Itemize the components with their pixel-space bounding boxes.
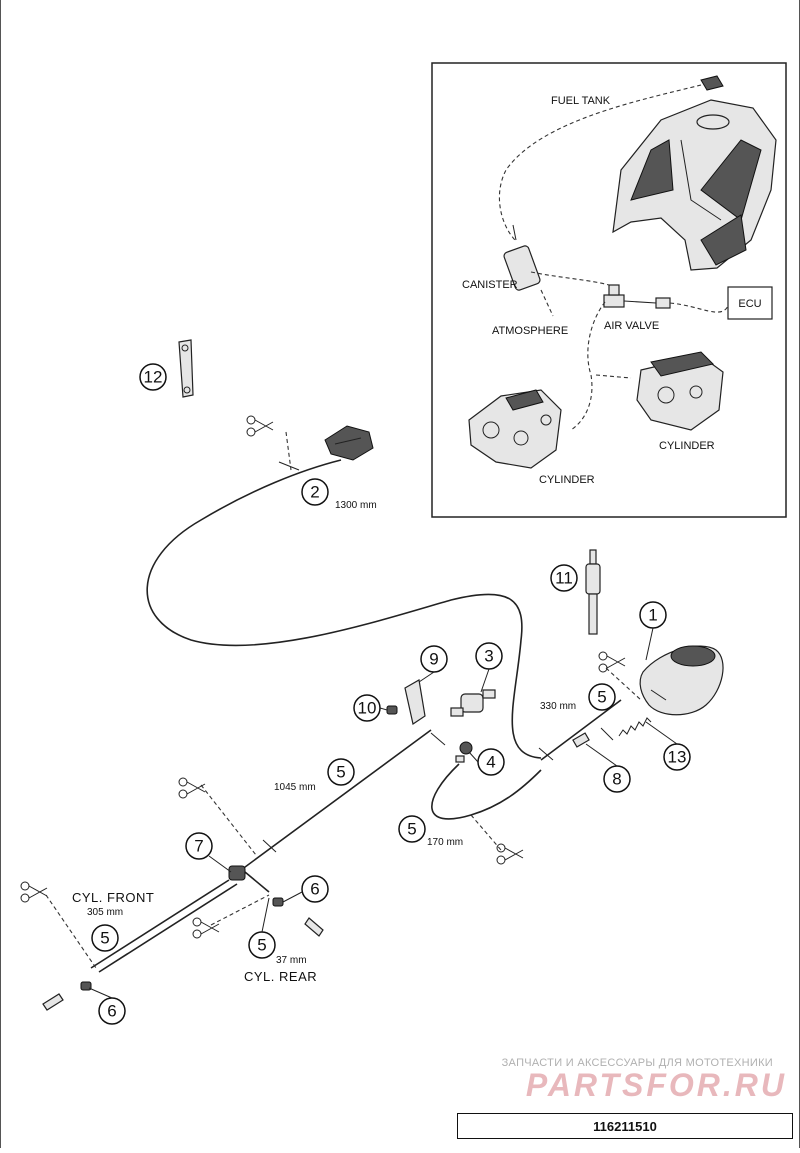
fuel-cap-valve	[700, 75, 724, 91]
svg-text:3: 3	[484, 647, 493, 666]
callout-7: 7	[185, 832, 213, 860]
fitting-part-4	[455, 741, 473, 763]
fuel-tank-illustration	[612, 75, 777, 271]
callout-5-1045: 5	[327, 758, 355, 786]
scissors-icon-1	[246, 415, 274, 437]
screw-part-10	[386, 705, 398, 715]
svg-text:2: 2	[310, 483, 319, 502]
t-piece-part-7	[228, 865, 246, 881]
svg-text:4: 4	[486, 753, 495, 772]
front-cylinder-illustration	[468, 389, 562, 469]
svg-text:5: 5	[100, 929, 109, 948]
callout-10: 10	[353, 694, 381, 722]
callout-13: 13	[663, 743, 691, 771]
callout-2: 2	[301, 478, 329, 506]
canister-illustration	[503, 224, 541, 291]
callout-5-rear: 5	[248, 931, 276, 959]
sensor-part-6a	[272, 897, 324, 937]
air-valve-illustration	[603, 284, 671, 309]
svg-text:8: 8	[612, 770, 621, 789]
rollover-valve-part-2	[324, 425, 374, 461]
svg-text:10: 10	[358, 699, 377, 718]
scissors-icon-2	[598, 651, 626, 673]
measure-1300mm: 1300 mm	[335, 500, 377, 511]
svg-text:13: 13	[668, 748, 687, 767]
inset-hose-routes	[498, 84, 729, 431]
svg-text:5: 5	[336, 763, 345, 782]
cylinder-front-label: CYLINDER	[539, 474, 595, 486]
part-number: 116211510	[593, 1118, 657, 1134]
callout-6-front: 6	[98, 997, 126, 1025]
main-hoses	[45, 431, 642, 973]
watermark: ЗАПЧАСТИ И АКСЕССУАРЫ ДЛЯ МОТОТЕХНИКИ PA…	[502, 1057, 787, 1103]
air-valve-label: AIR VALVE	[604, 320, 659, 332]
scissors-icon-3	[178, 777, 206, 799]
atmosphere-label: ATMOSPHERE	[492, 325, 568, 337]
cyl-rear-label: CYL. REAR	[244, 969, 317, 984]
ecu-box: ECU	[727, 286, 773, 320]
callout-1: 1	[639, 601, 667, 629]
svg-text:12: 12	[144, 368, 163, 387]
leader-lines	[88, 627, 678, 999]
rear-cylinder-illustration	[636, 351, 724, 431]
scissors-icon-4	[20, 881, 48, 903]
scissors-icon-6	[496, 843, 524, 865]
measure-330mm: 330 mm	[540, 701, 576, 712]
fuel-tank-label: FUEL TANK	[551, 95, 611, 107]
svg-text:7: 7	[194, 837, 203, 856]
svg-text:6: 6	[310, 880, 319, 899]
cyl-front-label: CYL. FRONT	[72, 890, 154, 905]
callout-4: 4	[477, 748, 505, 776]
sensor-part-6b	[42, 981, 92, 1011]
part-number-box: 116211510	[457, 1113, 793, 1139]
fitting-part-8	[572, 732, 590, 748]
cylinder-rear-label: CYLINDER	[659, 440, 715, 452]
scissors-icon-5	[192, 917, 220, 939]
valve-part-3	[450, 689, 496, 717]
bracket-part-12	[178, 339, 194, 398]
callout-6-rear: 6	[301, 875, 329, 903]
spring-part-13	[618, 717, 652, 737]
watermark-logo: PARTSFOR.RU	[526, 1067, 787, 1103]
svg-text:5: 5	[407, 820, 416, 839]
callout-12: 12	[139, 363, 167, 391]
canister-part-1	[639, 645, 724, 716]
svg-text:9: 9	[429, 650, 438, 669]
svg-text:5: 5	[597, 688, 606, 707]
callout-9: 9	[420, 645, 448, 673]
svg-text:1: 1	[648, 606, 657, 625]
bracket-part-9	[404, 679, 426, 725]
callout-3: 3	[475, 642, 503, 670]
callout-11: 11	[550, 564, 578, 592]
routing-inset: ECU FUEL TANK CANISTER ATMOSPHERE	[431, 62, 787, 518]
ecu-label: ECU	[738, 298, 761, 310]
svg-text:6: 6	[107, 1002, 116, 1021]
callout-5-170: 5	[398, 815, 426, 843]
svg-text:5: 5	[257, 936, 266, 955]
connector-part-11	[585, 549, 601, 635]
watermark-line1: ЗАПЧАСТИ И АКСЕССУАРЫ ДЛЯ МОТОТЕХНИКИ	[502, 1057, 773, 1069]
svg-text:11: 11	[555, 569, 573, 588]
measure-305mm: 305 mm	[87, 907, 123, 918]
canister-label: CANISTER	[462, 279, 518, 291]
measure-1045mm: 1045 mm	[274, 782, 316, 793]
callout-8: 8	[603, 765, 631, 793]
callout-5-330: 5	[588, 683, 616, 711]
measure-170mm: 170 mm	[427, 837, 463, 848]
measure-37mm: 37 mm	[276, 955, 307, 966]
callout-5-front: 5	[91, 924, 119, 952]
